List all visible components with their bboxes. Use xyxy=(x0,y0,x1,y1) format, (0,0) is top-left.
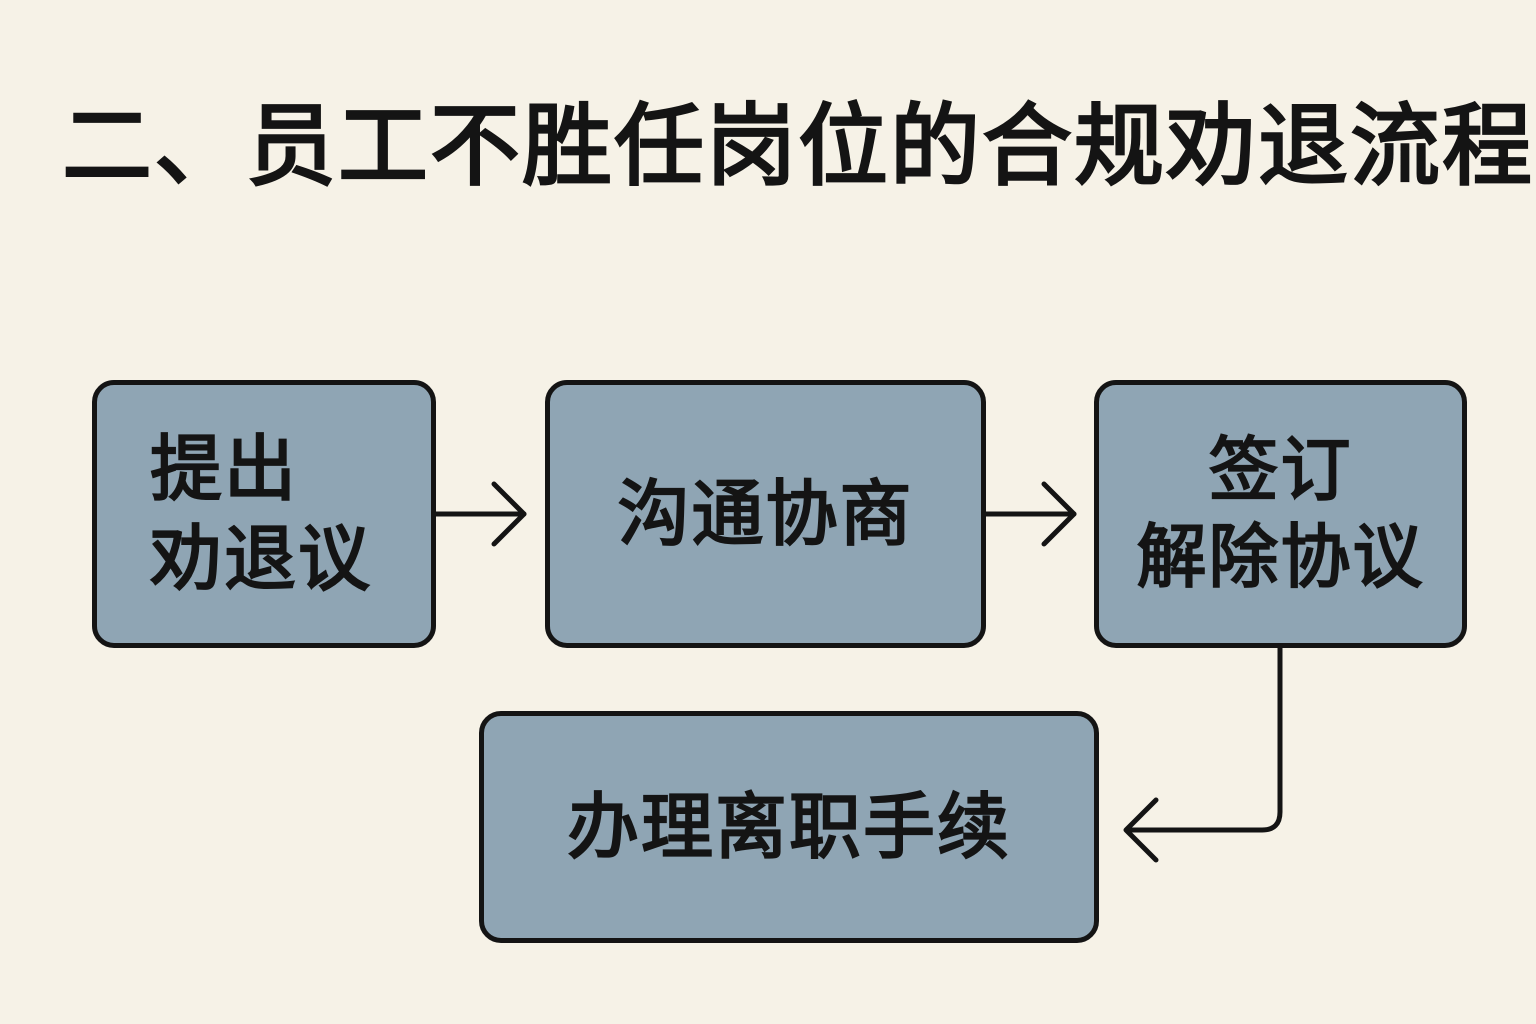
step-sign-termination-agreement-label: 签订 解除协议 xyxy=(1136,428,1425,599)
step-propose-dismissal: 提出 劝退议 xyxy=(92,380,436,648)
step-handle-resignation: 办理离职手续 xyxy=(479,711,1099,943)
step-propose-dismissal-label: 提出 劝退议 xyxy=(149,427,372,601)
step-negotiate-label: 沟通协商 xyxy=(617,472,914,556)
arrow-sign-to-resign xyxy=(1123,645,1283,863)
arrow-propose-to-negotiate xyxy=(433,481,527,547)
step-negotiate: 沟通协商 xyxy=(545,380,986,648)
step-sign-termination-agreement: 签订 解除协议 xyxy=(1094,380,1467,648)
diagram-title: 二、员工不胜任岗位的合规劝退流程 xyxy=(62,94,1534,199)
step-handle-resignation-label: 办理离职手续 xyxy=(566,785,1011,869)
arrow-negotiate-to-sign xyxy=(983,481,1077,547)
